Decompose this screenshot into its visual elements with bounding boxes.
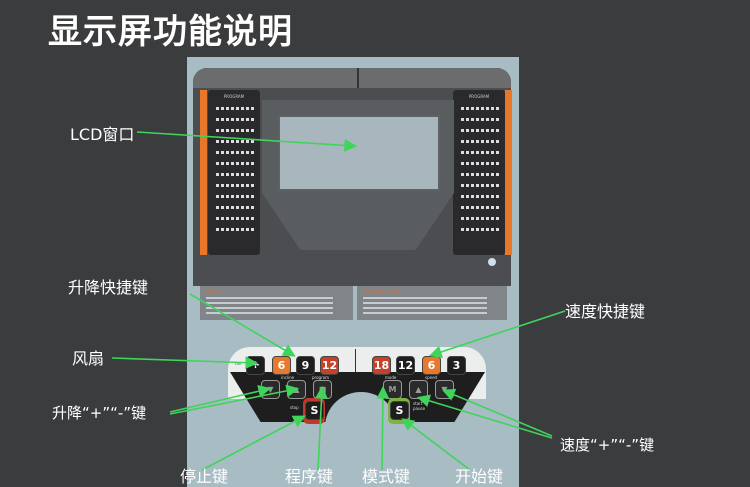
label-lcd: LCD窗口 [70, 125, 135, 144]
page-title: 显示屏功能说明 [48, 12, 293, 52]
label-start: 开始键 [455, 467, 504, 486]
label-incline-quick: 升降快捷键 [68, 278, 149, 297]
label-program: 程序键 [285, 467, 334, 486]
program-caption: program [312, 375, 330, 380]
speed-quick-key-12[interactable]: 12 [396, 356, 415, 375]
incline-quick-key-12[interactable]: 12 [320, 356, 339, 375]
lcd-screen [278, 115, 440, 191]
incline-quick-key-9[interactable]: 9 [296, 356, 315, 375]
label-mode: 模式键 [362, 467, 411, 486]
stop-button[interactable]: S [305, 401, 324, 420]
audio-icon [488, 258, 496, 266]
stop-caption: stop [290, 405, 299, 410]
program-list-left: PROGRAM [208, 90, 260, 255]
speed-quick-key-18[interactable]: 18 [372, 356, 391, 375]
label-speed-plus-minus: 速度“+”“-”键 [560, 436, 655, 454]
mode-caption: mode [385, 375, 397, 380]
speed-caption: speed [425, 375, 438, 380]
label-incline-plus-minus: 升降“+”“-”键 [52, 404, 147, 422]
keypad-arch [325, 392, 397, 462]
incline-caption: incline [281, 375, 295, 380]
incline-quick-key-6[interactable]: 6 [272, 356, 291, 375]
right-accent-stripe [505, 90, 512, 255]
left-accent-stripe [200, 90, 207, 255]
label-stop: 停止键 [180, 467, 229, 486]
program-list-right: PROGRAM [453, 90, 505, 255]
auto-sleep-panel: Auto sleep function [357, 286, 507, 320]
label-speed-quick: 速度快捷键 [565, 302, 646, 321]
speed-quick-key-3[interactable]: 3 [447, 356, 466, 375]
start-button[interactable]: S [390, 401, 409, 420]
fan-caption: fan [235, 361, 242, 366]
label-fan: 风扇 [72, 349, 105, 368]
